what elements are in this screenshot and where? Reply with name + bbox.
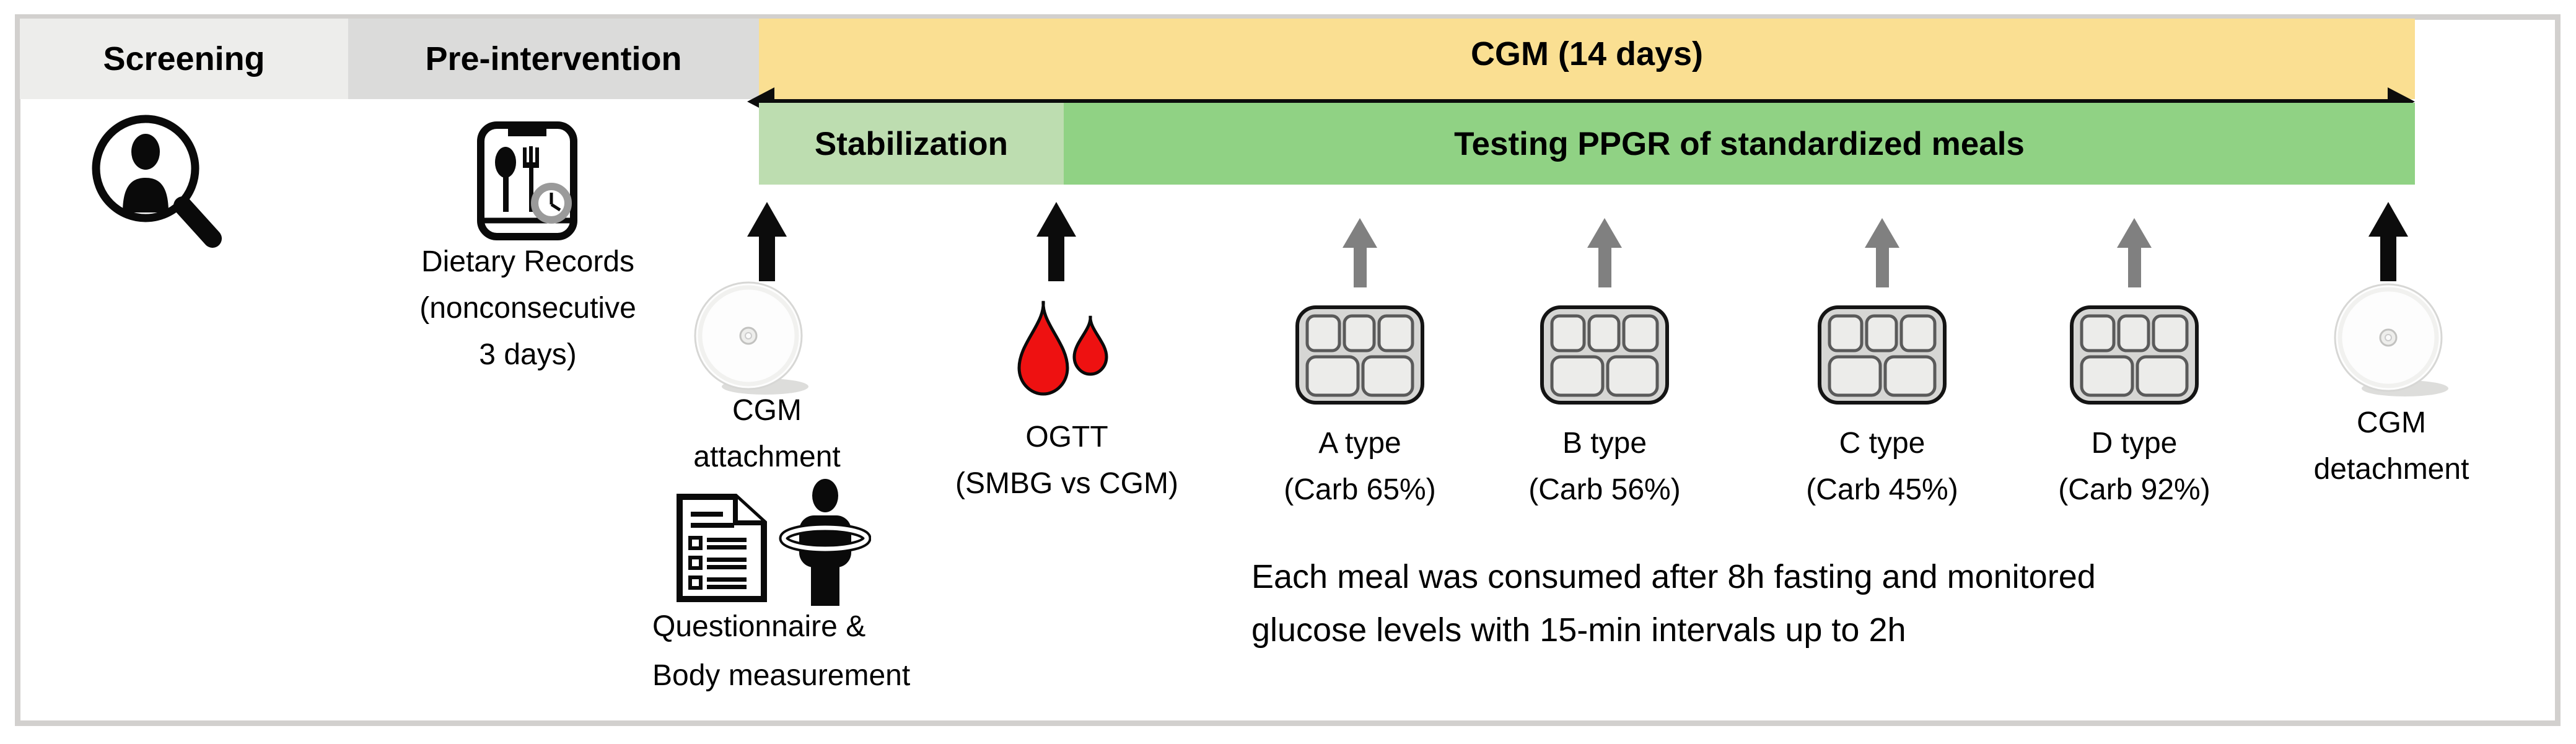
meal-d-type: D type	[2091, 427, 2178, 460]
cgm-attachment-label: CGM attachment	[643, 387, 891, 480]
dietary-records-line2: (nonconsecutive	[419, 292, 636, 325]
screening-magnifier-person-icon	[92, 115, 222, 248]
dietary-records-phone-icon	[477, 121, 577, 240]
meal-b-arrow-icon	[1587, 218, 1622, 287]
phase-screening-label: Screening	[103, 40, 265, 77]
cgm-period-bar: CGM (14 days)	[759, 19, 2415, 99]
cgm-sensor-detachment-icon	[2334, 283, 2448, 396]
cgm-sensor-attachment-icon	[694, 281, 808, 395]
testing-ppgr-label: Testing PPGR of standardized meals	[1454, 125, 2025, 162]
meal-note: Each meal was consumed after 8h fasting …	[1251, 550, 2096, 657]
meal-d-carb: (Carb 92%)	[2058, 473, 2210, 506]
stabilization-label: Stabilization	[814, 125, 1009, 162]
meal-tray-c-icon	[1818, 305, 1947, 405]
cgm-detachment-label: CGM detachment	[2261, 400, 2521, 492]
meal-d-label: D type (Carb 92%)	[2004, 420, 2264, 513]
meal-a-label: A type (Carb 65%)	[1230, 420, 1490, 513]
phase-pre-intervention-box: Pre-intervention	[348, 19, 759, 99]
questionnaire-line2: Body measurement	[652, 659, 911, 692]
meal-b-label: B type (Carb 56%)	[1474, 420, 1735, 513]
cgm-detachment-arrow-icon	[2368, 202, 2408, 281]
meal-tray-a-icon	[1295, 305, 1424, 405]
meal-note-line2: glucose levels with 15-min intervals up …	[1251, 611, 1906, 649]
meal-c-label: C type (Carb 45%)	[1752, 420, 2012, 513]
dietary-records-line3: 3 days)	[479, 338, 577, 371]
meal-note-line1: Each meal was consumed after 8h fasting …	[1251, 558, 2096, 595]
questionnaire-line1: Questionnaire &	[652, 610, 866, 643]
meal-b-type: B type	[1562, 427, 1647, 460]
phase-screening-box: Screening	[20, 19, 348, 99]
meal-a-type: A type	[1318, 427, 1401, 460]
meal-c-type: C type	[1839, 427, 1925, 460]
meal-d-arrow-icon	[2117, 218, 2152, 287]
cgm-detachment-line1: CGM	[2357, 406, 2426, 439]
cgm-detachment-line2: detachment	[2313, 453, 2469, 486]
meal-tray-d-icon	[2070, 305, 2199, 405]
cgm-attachment-line1: CGM	[732, 394, 802, 427]
ogtt-label: OGTT (SMBG vs CGM)	[881, 414, 1253, 507]
cgm-attachment-arrow-icon	[747, 202, 787, 281]
phase-pre-intervention-label: Pre-intervention	[425, 40, 682, 77]
stabilization-bar: Stabilization	[759, 103, 1064, 185]
meal-a-carb: (Carb 65%)	[1284, 473, 1436, 506]
timeline-arrow-line	[771, 99, 2390, 103]
ogtt-line2: (SMBG vs CGM)	[955, 467, 1178, 500]
meal-b-carb: (Carb 56%)	[1528, 473, 1681, 506]
meal-tray-b-icon	[1540, 305, 1669, 405]
blood-drops-icon	[1017, 300, 1108, 396]
ogtt-arrow-icon	[1036, 202, 1076, 281]
dietary-records-label: Dietary Records (nonconsecutive 3 days)	[370, 239, 686, 378]
questionnaire-label: Questionnaire & Body measurement	[652, 602, 1123, 700]
meal-c-arrow-icon	[1865, 218, 1899, 287]
body-measurement-person-icon	[779, 479, 871, 606]
cgm-attachment-line2: attachment	[693, 440, 841, 473]
dietary-records-line1: Dietary Records	[421, 245, 635, 278]
ogtt-line1: OGTT	[1025, 421, 1108, 453]
testing-ppgr-bar: Testing PPGR of standardized meals	[1064, 103, 2415, 185]
questionnaire-checklist-icon	[677, 494, 767, 602]
cgm-period-label: CGM (14 days)	[1470, 35, 1704, 72]
meal-c-carb: (Carb 45%)	[1806, 473, 1958, 506]
meal-a-arrow-icon	[1343, 218, 1377, 287]
